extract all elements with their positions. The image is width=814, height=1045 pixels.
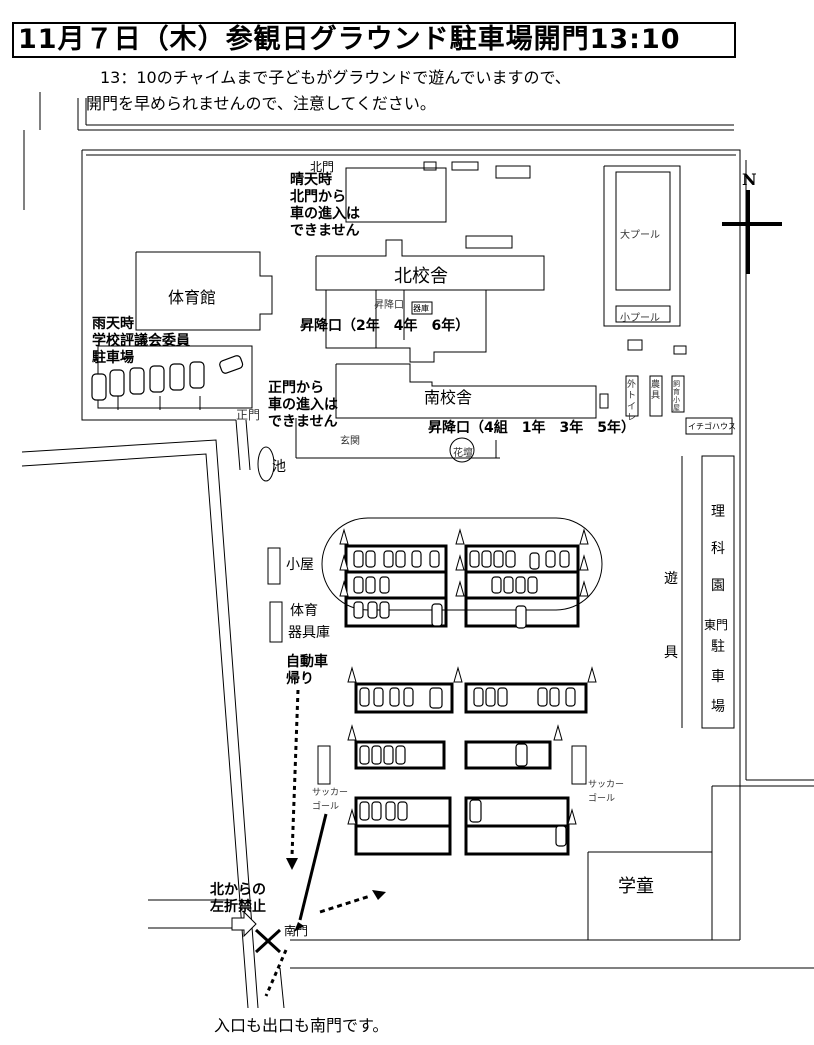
farm-tool-label: 農具 [651,380,661,401]
car-exit-label: 自動車 帰り [286,654,328,687]
playground-equipment-label-2: 具 [664,645,678,661]
no-left-turn-label: 北からの 左折禁止 [210,882,266,915]
science-garden-label: 理科園 [711,504,725,594]
east-gate-label: 東門 [704,618,729,632]
notice-line-1: 13：10のチャイムまで子どもがグラウンドで遊んでいますので、 [100,68,571,87]
compass-north-label: N [742,170,757,189]
page-title: 11月７日（木）参観日グラウンド駐車場開門13:10 [12,22,736,58]
storage-small-label: 器庫 [413,304,429,313]
hut-label: 小屋 [286,557,314,573]
stair-small-label: 昇降口 [374,300,404,311]
soccer-goal-left-label: サッカー ゴール [312,788,349,812]
north-building-label: 北校舎 [394,266,448,287]
entrance-label: 玄関 [340,436,360,447]
stair-north-label: 昇降口（2年 4年 6年） [300,318,470,334]
north-gate-label: 北門 [310,160,335,174]
big-pool-label: 大プール [620,230,660,241]
sports-storage-label-1: 体育 [290,603,318,619]
small-pool-label: 小プール [620,313,660,324]
north-gate-note: 晴天時 北門から 車の進入は できません [290,172,360,239]
animal-hut-label: 飼育小屋 [673,380,680,412]
east-parking-label: 駐車場 [711,639,725,715]
soccer-goal-right-label: サッカー ゴール [588,780,625,804]
playground-equipment-label-1: 遊 [664,571,678,587]
rain-parking-label: 雨天時 学校評議会委員 駐車場 [92,316,190,366]
sports-storage-label-2: 器具庫 [288,625,330,641]
notice-line-2: 開門を早められませんので、注意してください。 [86,94,436,113]
flower-bed-label: 花壇 [453,448,473,459]
main-gate-label: 正門 [236,408,261,422]
south-building-label: 南校舎 [424,388,473,407]
main-gate-note: 正門から 車の進入は できません [268,380,338,430]
gym-label: 体育館 [168,288,217,307]
stair-south-label: 昇降口（4組 1年 3年 5年） [428,420,635,436]
footer-note: 入口も出口も南門です。 [214,1016,389,1035]
pond-label: 池 [272,459,286,475]
outdoor-toilet-label: 外トイレ [627,380,637,423]
south-gate-label: 南門 [284,924,309,938]
ichigo-house-label: イチゴハウス [688,422,736,431]
gakudo-label: 学童 [618,876,654,897]
